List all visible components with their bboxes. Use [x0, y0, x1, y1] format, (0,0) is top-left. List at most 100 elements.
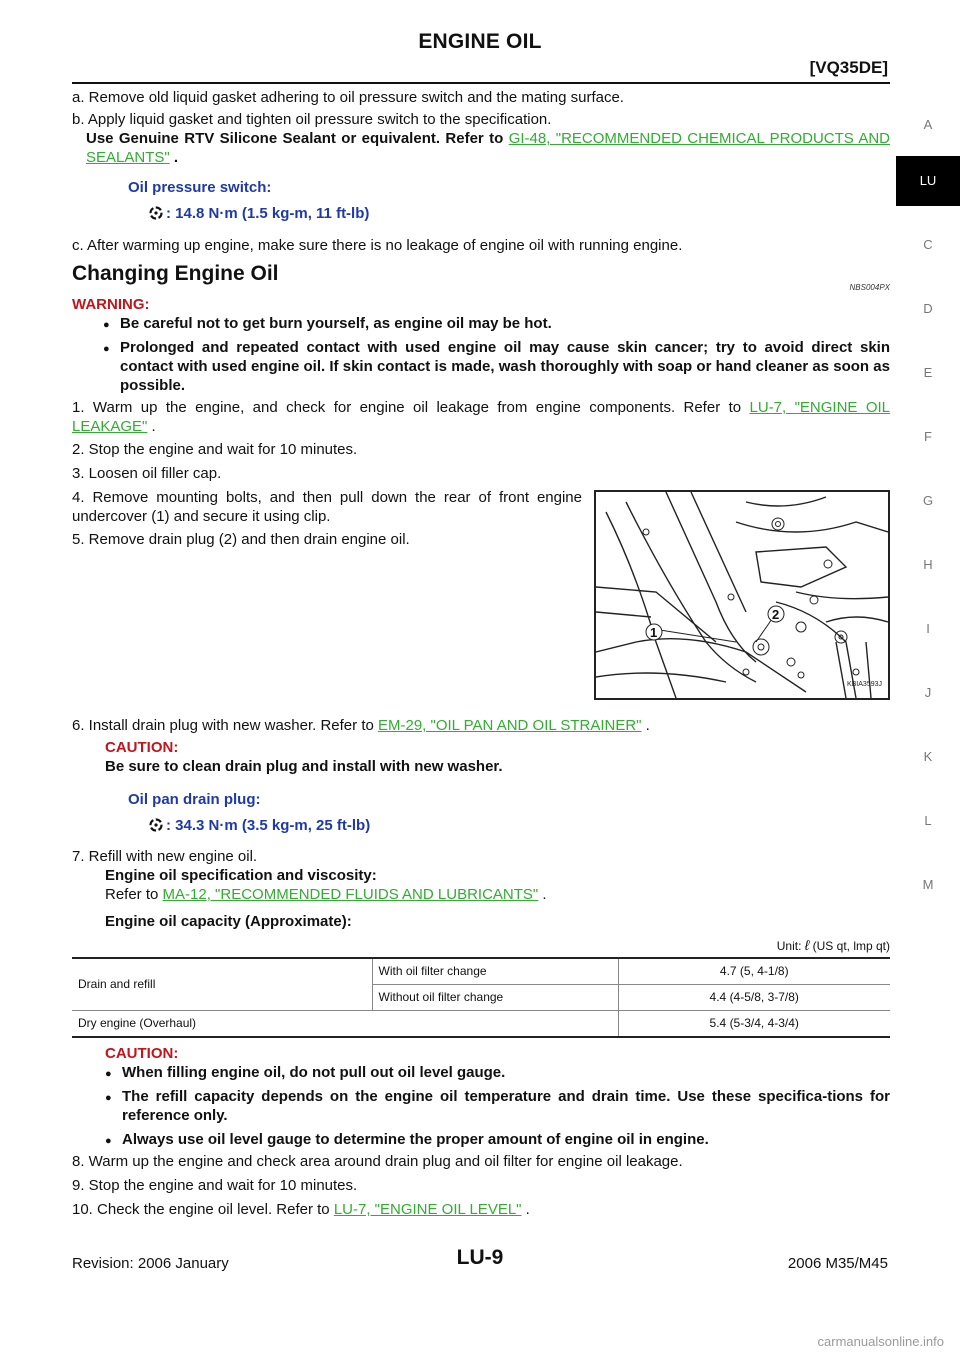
- table-row: Dry engine (Overhaul) 5.4 (5-3/4, 4-3/4): [72, 1010, 890, 1038]
- step-7-end: .: [542, 886, 547, 903]
- section-title: Changing Engine Oil: [72, 262, 279, 285]
- step-10-end: .: [525, 1201, 530, 1218]
- caution-2-label-text: CAUTION:: [105, 1045, 179, 1062]
- step-4: 4. Remove mounting bolts, and then pull …: [72, 489, 582, 525]
- step-2: 2. Stop the engine and wait for 10 minut…: [72, 441, 358, 458]
- torque-wrench-icon: [149, 818, 163, 832]
- undercover-diagram: 1 2: [596, 492, 888, 698]
- caution-1-label-text: CAUTION:: [105, 739, 179, 756]
- spec-drain-plug-value: : 34.3 N·m (3.5 kg-m, 25 ft-lb): [148, 816, 848, 835]
- step-7: 7. Refill with new engine oil.: [72, 848, 258, 865]
- step-3: 3. Loosen oil filler cap.: [72, 465, 222, 482]
- footer-page-number: LU-9: [456, 1246, 504, 1269]
- footer-revision: Revision: 2006 January: [72, 1255, 229, 1272]
- warning-item-1: Be careful not to get burn yourself, as …: [120, 315, 552, 332]
- figure-code: KBIA3593J: [846, 681, 882, 688]
- step-8: 8. Warm up the engine and check area aro…: [72, 1153, 683, 1170]
- caution-2-item-3: Always use oil level gauge to determine …: [122, 1131, 709, 1148]
- step-7-ref: Refer to MA-12, "RECOMMENDED FLUIDS AND …: [105, 885, 890, 904]
- spec2-label-text: Oil pan drain plug:: [128, 791, 261, 808]
- bullet-icon: ●: [105, 1135, 112, 1147]
- step-a: a. Remove old liquid gasket adhering to …: [72, 89, 624, 106]
- link-em-29[interactable]: EM-29, "OIL PAN AND OIL STRAINER": [378, 717, 642, 734]
- page-subtitle: [VQ35DE]: [809, 58, 888, 77]
- step-10-text: 10. Check the engine oil level. Refer to: [72, 1201, 330, 1218]
- capacity-table: Drain and refill With oil filter change …: [72, 957, 890, 1038]
- step-1-text: 1. Warm up the engine, and check for eng…: [72, 399, 742, 416]
- step-b-detail: Use Genuine RTV Silicone Sealant or equi…: [86, 129, 890, 167]
- spec2-value-text: : 34.3 N·m (3.5 kg-m, 25 ft-lb): [166, 817, 371, 834]
- link-gi-48[interactable]: GI-48, "RECOMMENDED CHEMICAL PRODUCTS AN…: [86, 130, 891, 166]
- step-1-end: .: [151, 418, 156, 435]
- watermark: carmanualsonline.info: [817, 1334, 944, 1349]
- table-cell: Drain and refill: [72, 957, 372, 1011]
- section-code: NBS004PX: [849, 283, 890, 292]
- index-tab-i[interactable]: I: [926, 621, 930, 636]
- caution-1-label: CAUTION:: [105, 738, 890, 757]
- step-1: 1. Warm up the engine, and check for eng…: [72, 398, 890, 436]
- step-b-end: .: [173, 149, 179, 166]
- spec1-value-text: : 14.8 N·m (1.5 kg-m, 11 ft-lb): [166, 205, 370, 222]
- step-5: 5. Remove drain plug (2) and then drain …: [72, 531, 410, 548]
- caution-2-item-2: The refill capacity depends on the engin…: [122, 1088, 890, 1124]
- index-tab-l[interactable]: L: [924, 813, 932, 828]
- spec1-label-text: Oil pressure switch:: [128, 179, 272, 196]
- bullet-icon: ●: [103, 343, 110, 355]
- index-tab-f[interactable]: F: [924, 429, 932, 444]
- spec-oil-pressure-switch-value: : 14.8 N·m (1.5 kg-m, 11 ft-lb): [148, 204, 848, 223]
- step-7-bold: Engine oil specification and viscosity:: [105, 867, 377, 884]
- step-6: 6. Install drain plug with new washer. R…: [72, 716, 890, 735]
- step-10: 10. Check the engine oil level. Refer to…: [72, 1200, 890, 1219]
- warning-label-text: WARNING:: [72, 296, 150, 313]
- liter-icon: ℓ: [804, 937, 810, 953]
- warning-item-2: Prolonged and repeated contact with used…: [120, 339, 890, 394]
- spec-drain-plug-label: Oil pan drain plug:: [128, 790, 828, 809]
- link-lu-7-leakage[interactable]: LU-7, "ENGINE OIL LEAKAGE": [72, 399, 891, 435]
- table-cell: Without oil filter change: [371, 984, 618, 1011]
- table-row: Drain and refill With oil filter change …: [72, 957, 890, 1011]
- index-tab-c[interactable]: C: [923, 237, 933, 252]
- step-6-end: .: [645, 717, 650, 734]
- step-b-text: b. Apply liquid gasket and tighten oil p…: [72, 111, 552, 128]
- index-tab-h[interactable]: H: [923, 557, 933, 572]
- step-b: b. Apply liquid gasket and tighten oil p…: [72, 110, 890, 129]
- torque-wrench-icon: [149, 206, 163, 220]
- spec-oil-pressure-switch-label: Oil pressure switch:: [128, 178, 828, 197]
- callout-1: 1: [650, 625, 657, 640]
- index-tab-j[interactable]: J: [924, 685, 932, 700]
- link-ma-12[interactable]: MA-12, "RECOMMENDED FLUIDS AND LUBRICANT…: [162, 886, 539, 903]
- table-cell: 5.4 (5-3/4, 4-3/4): [617, 1010, 890, 1038]
- unit-suffix: (US qt, lmp qt): [812, 939, 890, 953]
- caution-2-label: CAUTION:: [105, 1044, 890, 1063]
- step-c: c. After warming up engine, make sure th…: [72, 237, 683, 254]
- unit-prefix: Unit:: [776, 939, 802, 953]
- footer-model: 2006 M35/M45: [787, 1255, 888, 1272]
- caution-2-item-1: When filling engine oil, do not pull out…: [122, 1064, 506, 1081]
- bullet-icon: ●: [105, 1068, 112, 1080]
- table-cell: 4.7 (5, 4-1/8): [617, 957, 890, 985]
- callout-2: 2: [772, 607, 779, 622]
- header-divider: [72, 82, 890, 84]
- index-tab-m[interactable]: M: [922, 877, 934, 892]
- index-tab-d[interactable]: D: [923, 301, 933, 316]
- page-title: ENGINE OIL: [418, 30, 542, 53]
- table-cell: With oil filter change: [371, 957, 618, 985]
- caution-1-text: Be sure to clean drain plug and install …: [105, 758, 503, 775]
- drain-plug-illustration: 1 2 KBIA3593J: [594, 490, 890, 700]
- step-9: 9. Stop the engine and wait for 10 minut…: [72, 1177, 358, 1194]
- step-6-text: 6. Install drain plug with new washer. R…: [72, 717, 374, 734]
- capacity-unit: Unit: ℓ (US qt, lmp qt): [72, 936, 890, 956]
- index-tab-a[interactable]: A: [923, 117, 933, 132]
- index-tab-e[interactable]: E: [923, 365, 933, 380]
- capacity-title: Engine oil capacity (Approximate):: [105, 913, 352, 930]
- step-b-bold: Use Genuine RTV Silicone Sealant or equi…: [86, 130, 504, 147]
- bullet-icon: ●: [105, 1092, 112, 1104]
- index-tab-lu[interactable]: LU: [896, 156, 960, 206]
- bullet-icon: ●: [103, 319, 110, 331]
- warning-label: WARNING:: [72, 295, 890, 314]
- table-cell: Dry engine (Overhaul): [72, 1010, 618, 1038]
- link-lu-7-level[interactable]: LU-7, "ENGINE OIL LEVEL": [333, 1201, 522, 1218]
- step-7-ref-text: Refer to: [105, 886, 159, 903]
- index-tab-k[interactable]: K: [923, 749, 933, 764]
- index-tab-g[interactable]: G: [922, 493, 934, 508]
